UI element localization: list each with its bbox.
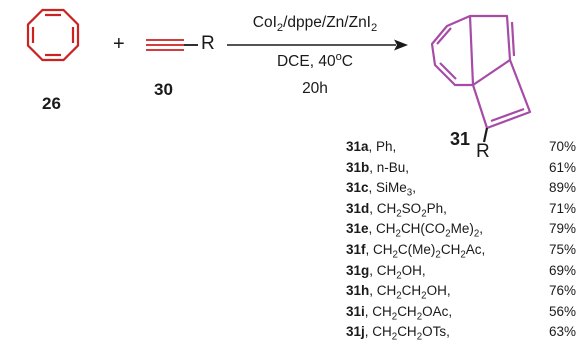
- reagent-coi2: CoI2: [252, 14, 284, 35]
- table-row: 31d, CH2SO2Ph, 71%: [346, 199, 578, 219]
- substituent-text: 31h, CH2CH2OH,: [346, 283, 451, 302]
- formula-subscript: 2: [396, 270, 402, 282]
- formula-subscript: 3: [406, 187, 413, 199]
- yield-value: 75%: [548, 242, 576, 257]
- compound-id: 31f: [346, 242, 366, 257]
- cyclooctatetraene-structure: [26, 8, 80, 62]
- yield-value: 70%: [548, 139, 576, 154]
- product-double-bond: [490, 107, 525, 123]
- yield-value: 69%: [548, 262, 576, 278]
- formula-subscript: 2: [396, 208, 402, 220]
- substituent-text: 31d, CH2SO2Ph,: [346, 200, 447, 220]
- product-cyclobutene-ring: [471, 59, 532, 130]
- reaction-solvent-temperature: DCE, 40oC: [230, 50, 400, 71]
- solvent-temp-text: DCE, 40: [276, 53, 336, 70]
- formula-subscript: 2: [395, 229, 401, 241]
- alkyne-structure: [146, 39, 198, 51]
- reaction-time: 20h: [302, 80, 328, 97]
- yield-value: 79%: [548, 221, 576, 237]
- formula-subscript: 2: [416, 311, 423, 323]
- reagent-subscript: 2: [371, 22, 378, 35]
- formula-subscript: 2: [445, 229, 451, 241]
- cot-ring: [26, 8, 80, 62]
- substituent-text: 31b, n-Bu,: [346, 159, 410, 175]
- compound-id: 31h: [346, 283, 370, 299]
- table-row: 31j, CH2CH2OTs, 63%: [346, 322, 578, 342]
- formula-subscript: 2: [421, 208, 427, 220]
- formula-subscript: 2: [391, 311, 398, 323]
- formula-subscript: 2: [435, 249, 441, 261]
- product-r-bond: [482, 127, 489, 143]
- substituent-text: 31f, CH2C(Me)2CH2Ac,: [346, 242, 486, 261]
- compound-id: 31g: [346, 262, 370, 278]
- reaction-arrow: [227, 39, 408, 51]
- compound-id: 31b: [346, 159, 370, 175]
- yield-value: 63%: [548, 324, 576, 340]
- formula-subscript: 2: [392, 249, 398, 261]
- reagent-text: CoI: [252, 14, 277, 31]
- bicyclic-product-structure: [430, 14, 532, 143]
- table-row: 31e, CH2CH(CO2Me)2, 79%: [346, 219, 578, 239]
- substituent-text: 31i, CH2CH2OAc,: [346, 303, 453, 323]
- compound-id: 31a: [346, 139, 369, 154]
- substituent-text: 31g, CH2OH,: [346, 262, 426, 282]
- product-double-bond: [439, 62, 457, 80]
- formula-subscript: 2: [396, 290, 402, 302]
- table-row: 31g, CH2OH, 69%: [346, 261, 578, 281]
- yield-value: 76%: [548, 283, 576, 299]
- plus-sign: +: [113, 33, 125, 55]
- product-double-bond: [436, 27, 452, 45]
- table-row: 31i, CH2CH2OAc, 56%: [346, 302, 578, 322]
- reagent-rest: /dppe/Zn/ZnI2: [283, 14, 378, 35]
- substituent-text: 31a, Ph,: [346, 139, 397, 154]
- reaction-reagents: CoI2/dppe/Zn/ZnI2: [230, 14, 400, 35]
- yield-value: 61%: [548, 159, 576, 175]
- compound-label-31: 31: [450, 129, 471, 149]
- degree-sign: o: [335, 50, 342, 63]
- product-r-group: R: [476, 141, 490, 162]
- yield-value: 56%: [548, 303, 576, 319]
- compound-id: 31e: [346, 221, 369, 237]
- reagent-subscript: 2: [276, 22, 284, 35]
- product-bonds: [430, 14, 512, 87]
- substituent-text: 31c, SiMe3,: [346, 180, 416, 199]
- formula-subscript: 2: [391, 332, 398, 344]
- product-double-bond: [510, 21, 516, 57]
- compound-id: 31d: [346, 200, 370, 216]
- alkyne-r-group: R: [201, 33, 215, 54]
- compound-id: 31c: [346, 180, 369, 196]
- table-row: 31c, SiMe3, 89%: [346, 178, 578, 198]
- formula-subscript: 2: [460, 249, 466, 261]
- reagent-text: /dppe/Zn/ZnI: [283, 14, 371, 31]
- table-row: 31h, CH2CH2OH, 76%: [346, 281, 578, 301]
- compound-label-30: 30: [154, 80, 173, 99]
- table-row: 31a, Ph, 70%: [346, 137, 578, 157]
- compound-id: 31j: [346, 324, 365, 340]
- formula-subscript: 2: [421, 290, 427, 302]
- temp-unit: C: [341, 53, 353, 70]
- compound-label-26: 26: [42, 94, 61, 113]
- yield-value: 71%: [548, 200, 576, 216]
- substituent-text: 31e, CH2CH(CO2Me)2,: [346, 221, 484, 241]
- table-row: 31f, CH2C(Me)2CH2Ac, 75%: [346, 240, 578, 260]
- yield-value: 89%: [548, 180, 576, 196]
- substituent-text: 31j, CH2CH2OTs,: [346, 324, 450, 344]
- formula-subscript: 2: [473, 229, 480, 241]
- formula-subscript: 2: [416, 332, 423, 344]
- table-row: 31b, n-Bu, 61%: [346, 158, 578, 178]
- compound-id: 31i: [346, 303, 365, 319]
